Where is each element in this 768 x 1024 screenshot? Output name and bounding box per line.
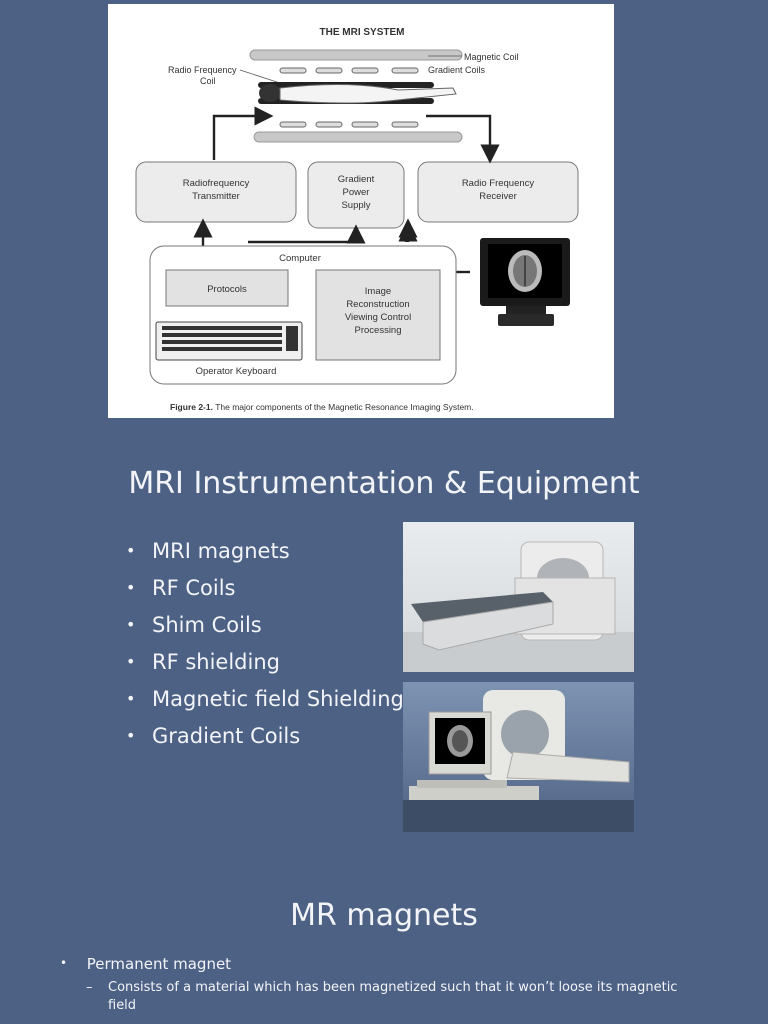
protocols-label: Protocols <box>207 284 247 295</box>
image-label-2: Reconstruction <box>346 299 409 310</box>
list-item: RF Coils <box>126 573 404 610</box>
image-label-4: Processing <box>355 325 402 336</box>
section-title-instrumentation: MRI Instrumentation & Equipment <box>128 466 640 501</box>
rf-receiver-label-1: Radio Frequency <box>462 178 535 189</box>
image-label-3: Viewing Control <box>345 312 411 323</box>
gradient-power-label-3: Supply <box>341 200 370 211</box>
list-item: RF shielding <box>126 647 404 684</box>
figure-caption: Figure 2-1. The major components of the … <box>170 402 474 412</box>
section-title-magnets: MR magnets <box>290 898 478 933</box>
magnetic-coil-label: Magnetic Coil <box>464 52 519 62</box>
protocols-box <box>165 269 289 307</box>
gradient-power-label-2: Power <box>343 187 370 198</box>
magnetic-coil-top <box>249 49 463 61</box>
gradient-coils-label: Gradient Coils <box>428 65 486 75</box>
gradient-power-label-1: Gradient <box>338 174 375 185</box>
list-item: Shim Coils <box>126 610 404 647</box>
rf-transmitter-label-2: Transmitter <box>192 191 240 202</box>
gradient-coils-bottom <box>279 121 419 128</box>
figure-caption-text: The major components of the Magnetic Res… <box>213 402 474 412</box>
diagram-heading: THE MRI SYSTEM <box>319 27 404 38</box>
rf-coil-leader <box>239 69 284 85</box>
magnet-list: Permanent magnet Consists of a material … <box>60 952 708 1015</box>
rf-coil-label-2: Coil <box>200 76 216 86</box>
rf-transmitter-label-1: Radiofrequency <box>183 178 250 189</box>
rf-transmitter-box <box>135 161 297 223</box>
list-item: Gradient Coils <box>126 721 404 758</box>
signal-arrows <box>193 106 500 274</box>
magnetic-coil-bottom <box>253 131 463 143</box>
sub-list-item: Consists of a material which has been ma… <box>86 979 708 1015</box>
permanent-magnet-sublist: Consists of a material which has been ma… <box>86 979 708 1015</box>
list-item: Magnetic field Shielding <box>126 684 404 721</box>
computer-label: Computer <box>279 253 321 264</box>
mri-console-photo <box>403 682 634 832</box>
mri-scanner-photo <box>403 522 634 672</box>
image-label-1: Image <box>365 286 391 297</box>
list-item: MRI magnets <box>126 536 404 573</box>
image-processing-box <box>315 269 441 361</box>
permanent-magnet-label: Permanent magnet <box>86 955 232 973</box>
patient-figure <box>258 82 457 104</box>
gradient-coils-top <box>279 67 419 74</box>
equipment-list: MRI magnets RF Coils Shim Coils RF shiel… <box>126 536 404 758</box>
mri-system-diagram: THE MRI SYSTEM Magnetic Coil Gradient Co… <box>108 4 614 418</box>
figure-caption-bold: Figure 2-1. <box>170 402 213 412</box>
monitor-icon <box>480 238 570 326</box>
keyboard-icon <box>155 321 303 361</box>
list-item: Permanent magnet Consists of a material … <box>60 952 708 1015</box>
rf-coil-label-1: Radio Frequency <box>168 65 237 75</box>
operator-keyboard-label: Operator Keyboard <box>196 366 277 377</box>
rf-receiver-label-2: Receiver <box>479 191 517 202</box>
